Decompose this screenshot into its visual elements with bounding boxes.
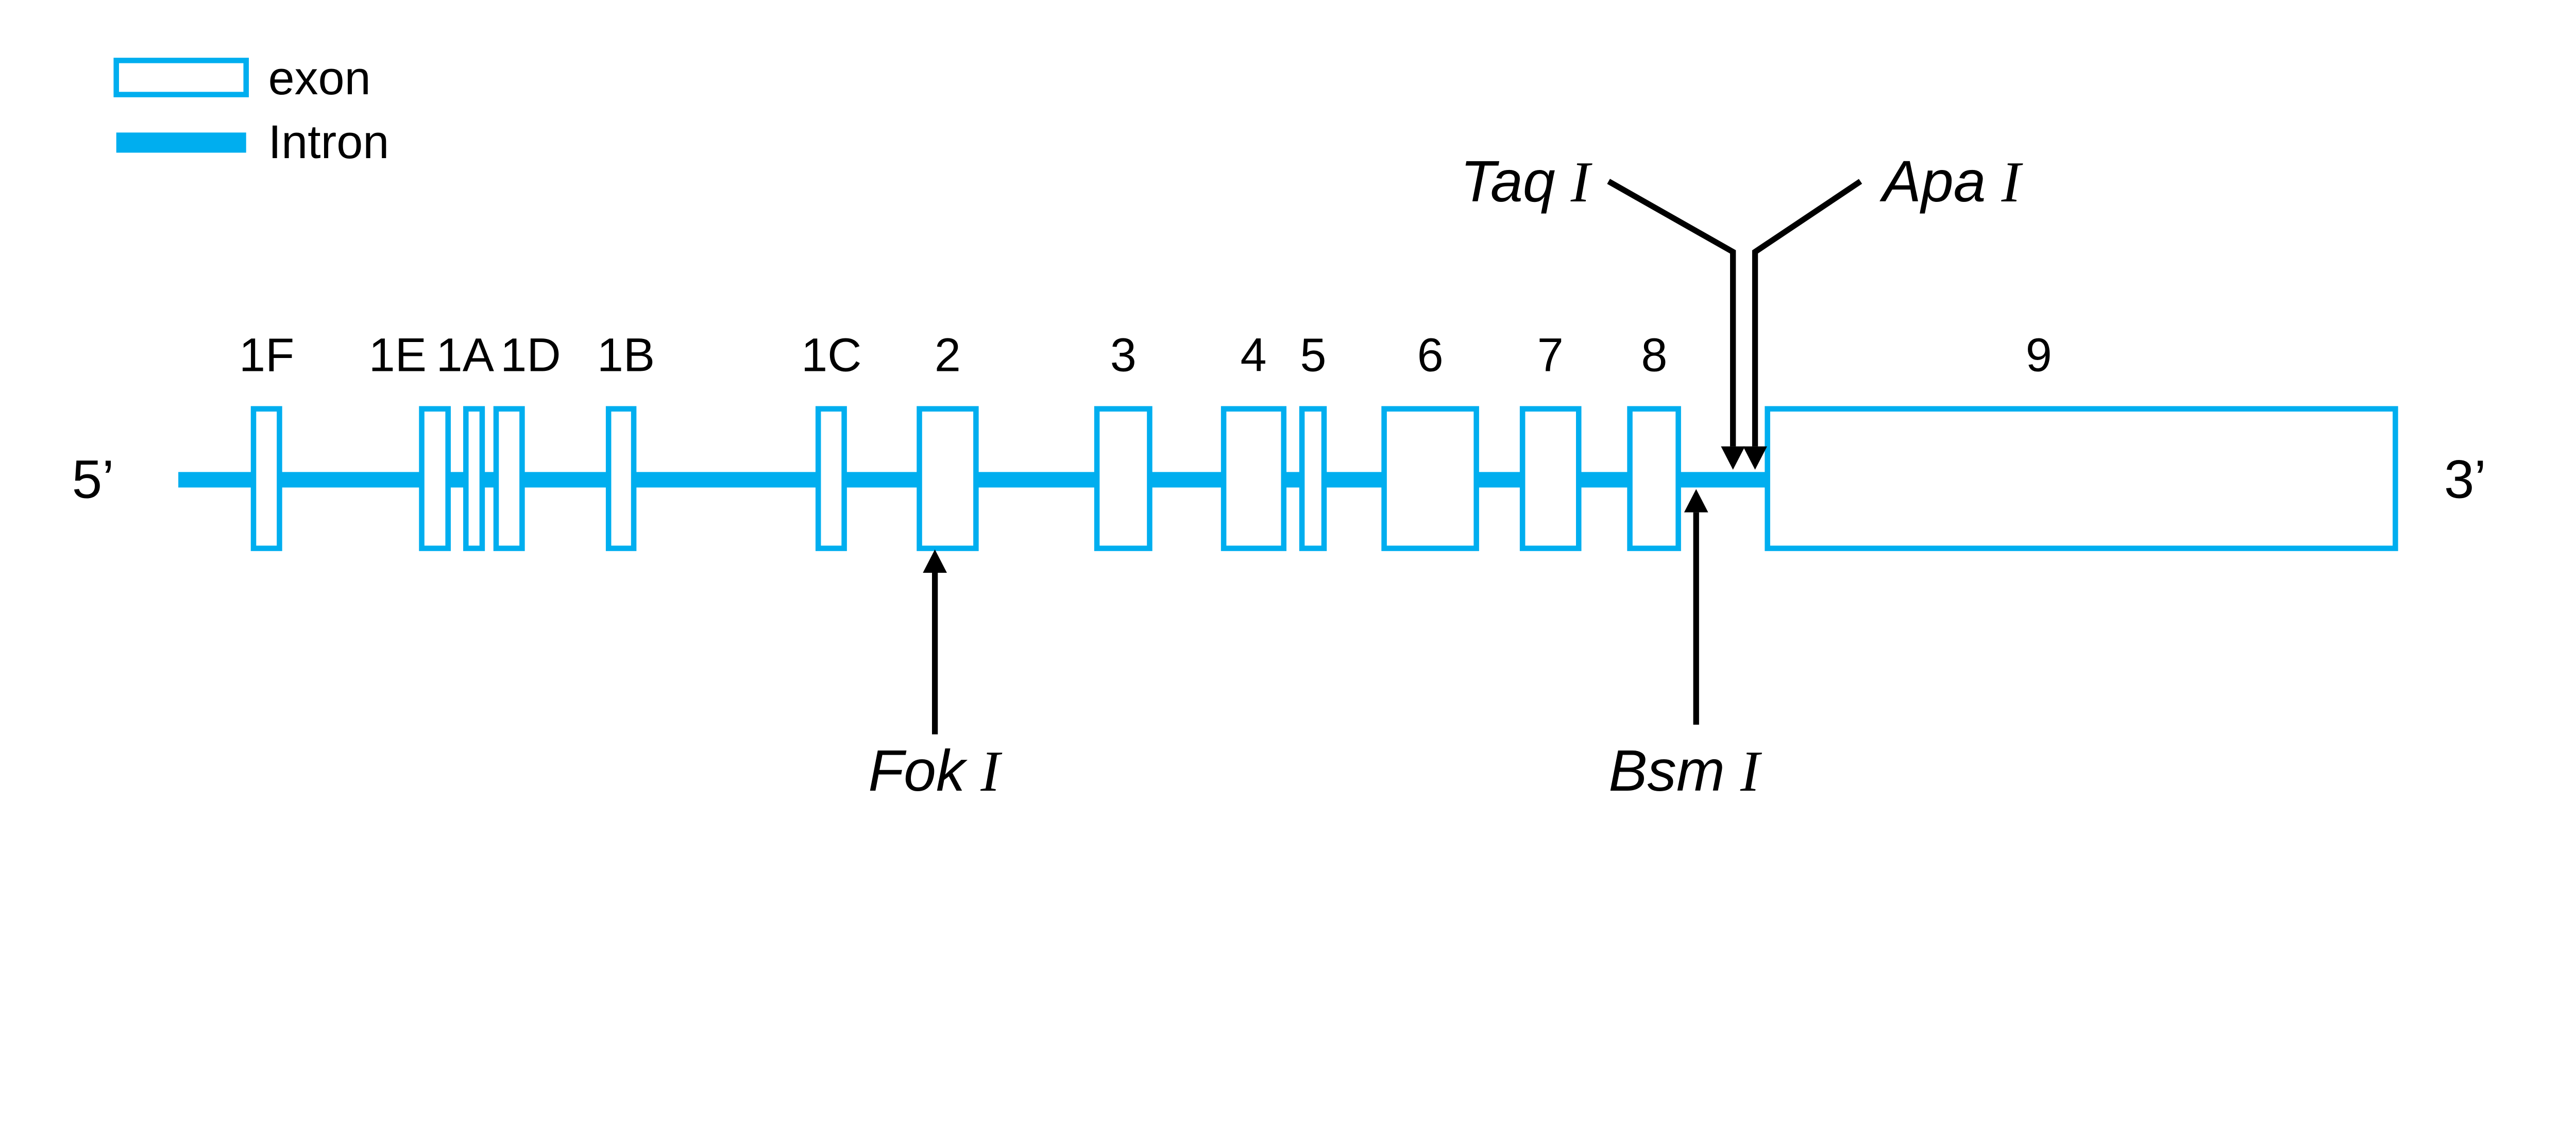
exon-box-1d <box>493 406 525 551</box>
exon-box-1c <box>815 406 847 551</box>
exon-box-6 <box>1381 406 1479 551</box>
exon-box-8 <box>1627 406 1681 551</box>
exon-label-7: 7 <box>1537 329 1564 382</box>
arrow-down-icon <box>1721 446 1745 470</box>
exon-box-1b <box>605 406 637 551</box>
exon-label-6: 6 <box>1417 329 1444 382</box>
exon-label-1d: 1D <box>500 329 561 382</box>
exon-box-4 <box>1221 406 1286 551</box>
exon-label-1b: 1B <box>597 329 655 382</box>
exon-box-9 <box>1765 406 2398 551</box>
exon-box-7 <box>1519 406 1582 551</box>
exon-label-1e: 1E <box>369 329 427 382</box>
five-prime-label: 5’ <box>72 450 114 510</box>
legend-exon-swatch <box>113 58 249 97</box>
exon-label-9: 9 <box>2026 329 2052 382</box>
exon-label-2: 2 <box>935 329 961 382</box>
legend-intron-label: Intron <box>268 116 389 168</box>
legend-intron-swatch <box>116 132 246 153</box>
arrow-up-icon <box>1684 489 1708 513</box>
exon-label-3: 3 <box>1110 329 1137 382</box>
exon-box-1e <box>419 406 451 551</box>
exon-label-4: 4 <box>1241 329 1267 382</box>
legend-exon-label: exon <box>268 52 371 105</box>
terminal-labels-layer: 5’ 3’ <box>72 450 2486 510</box>
three-prime-label: 3’ <box>2444 450 2486 510</box>
exon-box-2 <box>917 406 979 551</box>
exon-label-1a: 1A <box>436 329 495 382</box>
exon-label-8: 8 <box>1641 329 1667 382</box>
arrow-up-icon <box>923 549 947 573</box>
exon-box-1a <box>463 406 485 551</box>
exon-box-5 <box>1299 406 1327 551</box>
exon-label-1c: 1C <box>801 329 861 382</box>
exon-label-5: 5 <box>1300 329 1326 382</box>
exon-label-1f: 1F <box>239 329 294 382</box>
enzyme-arrow-tail-apa-i <box>1752 179 1862 447</box>
enzyme-arrow-tail-taq-i <box>1607 179 1736 447</box>
exon-box-3 <box>1094 406 1153 551</box>
exon-box-1f <box>250 406 282 551</box>
arrow-down-icon <box>1743 446 1767 470</box>
